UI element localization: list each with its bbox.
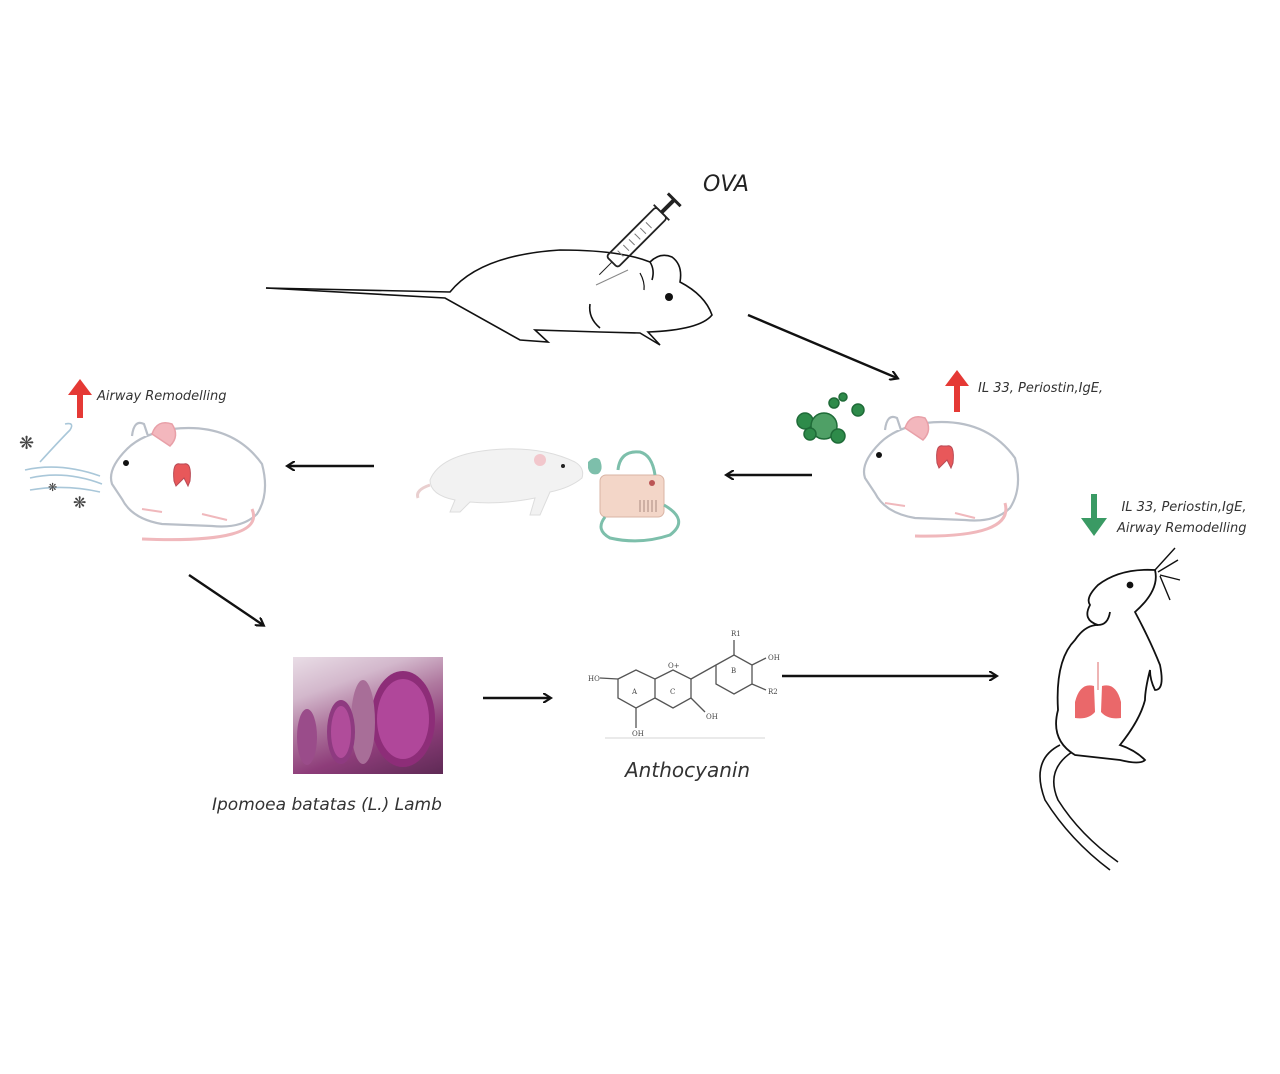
arrow-mouse-to-sensitized xyxy=(747,313,897,378)
ring-a-label: A xyxy=(631,688,638,696)
treated-rat xyxy=(1039,547,1181,871)
challenged-rat xyxy=(109,421,267,542)
svg-text:❋: ❋ xyxy=(48,481,57,494)
svg-text:❋: ❋ xyxy=(19,433,34,454)
oxygen-label: O+ xyxy=(668,662,680,670)
ova-injected-mouse xyxy=(265,249,713,346)
arrow-challenged-to-plant xyxy=(188,574,263,625)
structure-ho-label: HO xyxy=(588,675,600,683)
lungs-icon xyxy=(1075,662,1121,719)
plant-name-label: Ipomoea batatas (L.) Lamb xyxy=(212,795,442,815)
airway-remodelling-label: Airway Remodelling xyxy=(97,389,227,404)
sweet-potato-photo xyxy=(293,657,443,774)
wind-icon xyxy=(24,422,103,493)
treatment-markers-line2: Airway Remodelling xyxy=(1117,521,1247,536)
allergen-spores-icon: ❋ ❋ ❋ xyxy=(19,433,86,512)
ring-b-label: B xyxy=(731,667,736,675)
structure-r1-label: R1 xyxy=(731,630,741,638)
allergen-particles-icon xyxy=(796,392,865,444)
decrease-arrow-icon xyxy=(1081,494,1107,536)
ring-c-label: C xyxy=(670,688,675,696)
increase-arrow-icon xyxy=(68,379,92,418)
sweet-potato-slices-icon xyxy=(297,671,435,767)
nebulizer-device-icon xyxy=(599,450,681,543)
sensitized-rat xyxy=(862,415,1020,538)
structure-oh-label: OH xyxy=(706,713,718,721)
syringe-icon xyxy=(598,192,682,276)
structure-oh-label: OH xyxy=(632,730,644,738)
svg-text:❋: ❋ xyxy=(73,493,86,512)
increase-arrow-icon xyxy=(945,370,969,412)
anthocyanin-structure xyxy=(599,640,767,739)
structure-oh-label: OH xyxy=(768,654,780,662)
nebulizer-rat xyxy=(416,448,602,516)
structure-r2-label: R2 xyxy=(768,688,778,696)
sensitized-markers-label: IL 33, Periostin,IgE, xyxy=(978,381,1104,396)
treatment-markers-line1: IL 33, Periostin,IgE, xyxy=(1121,500,1247,515)
ova-label: OVA xyxy=(703,172,749,197)
compound-name-label: Anthocyanin xyxy=(625,758,751,782)
treatment-markers-label: IL 33, Periostin,IgE, Airway Remodelling xyxy=(1117,497,1247,539)
